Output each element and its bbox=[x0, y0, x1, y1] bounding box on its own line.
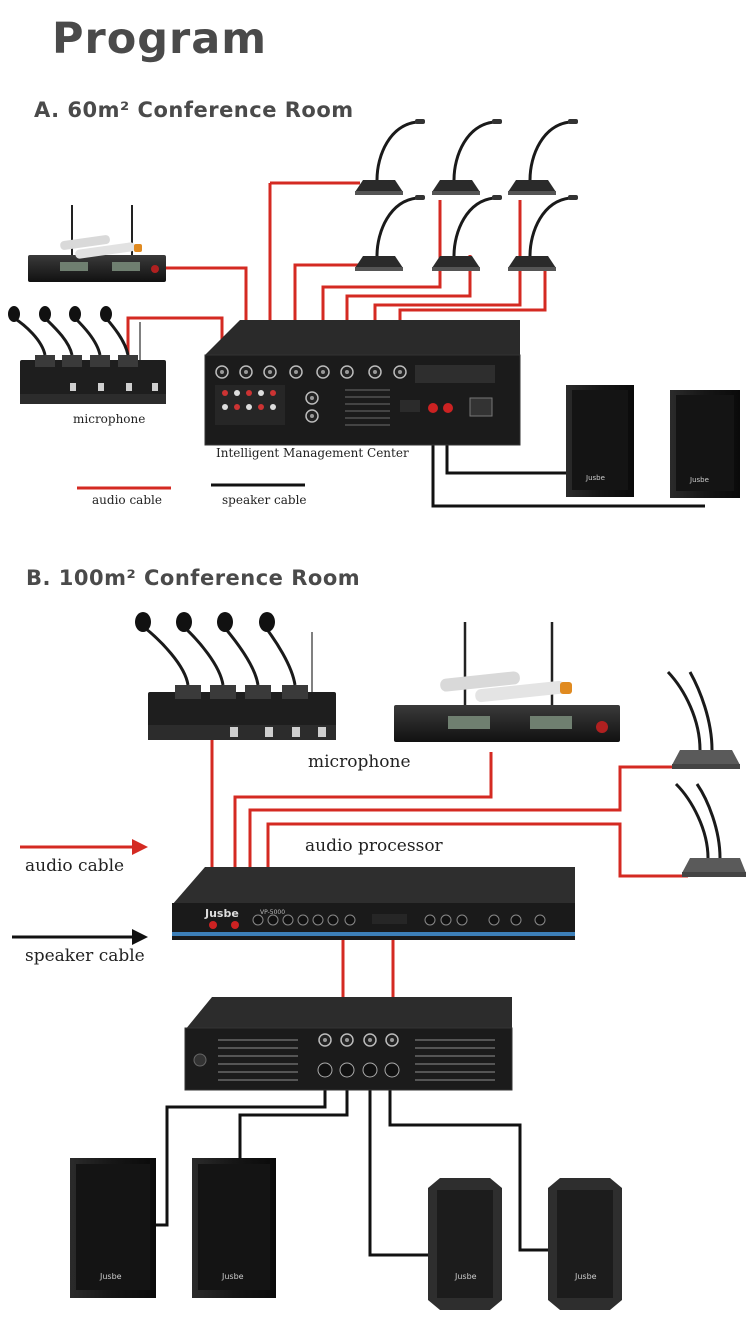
section-b-speaker-cables bbox=[12, 929, 548, 1257]
section-b-speaker-3 bbox=[428, 1178, 502, 1310]
processor-brand: Jusbe bbox=[204, 907, 239, 920]
section-b-delegate-mic-1 bbox=[666, 670, 740, 769]
section-a-title: A. 60m² Conference Room bbox=[34, 98, 354, 122]
section-a-legend-speaker: speaker cable bbox=[222, 493, 307, 507]
section-b-delegate-mic-2 bbox=[674, 782, 746, 877]
section-a-legend-audio: audio cable bbox=[92, 493, 162, 507]
section-b-legend-audio: audio cable bbox=[25, 856, 125, 876]
section-b-speaker-4 bbox=[548, 1178, 622, 1310]
section-a-mic-base bbox=[8, 306, 166, 404]
section-b-wireless-receiver bbox=[394, 622, 620, 742]
section-b-mic-base bbox=[135, 612, 336, 740]
section-b-microphone-label: microphone bbox=[308, 752, 411, 772]
section-b-processor-label: audio processor bbox=[305, 836, 443, 856]
section-b-speaker-1 bbox=[70, 1158, 156, 1298]
processor-model: VP-5000 bbox=[260, 909, 285, 916]
section-b-legend-speaker: speaker cable bbox=[25, 946, 145, 966]
section-a-management-center bbox=[204, 320, 521, 446]
speaker-brand-a2: Jusbe bbox=[690, 476, 709, 484]
speaker-brand-b1: Jusbe bbox=[100, 1272, 122, 1281]
section-b-amplifier bbox=[184, 997, 513, 1091]
section-a-microphone-label: microphone bbox=[73, 412, 146, 426]
speaker-brand-b2: Jusbe bbox=[222, 1272, 244, 1281]
section-b-audio-processor: Jusbe VP-5000 bbox=[172, 867, 575, 940]
section-b-speaker-2 bbox=[192, 1158, 276, 1298]
speaker-brand-b3: Jusbe bbox=[455, 1272, 477, 1281]
speaker-brand-b4: Jusbe bbox=[575, 1272, 597, 1281]
speaker-brand-a1: Jusbe bbox=[586, 474, 605, 482]
section-a-center-label: Intelligent Management Center bbox=[216, 446, 409, 460]
page-title: Program bbox=[52, 14, 268, 64]
section-a-delegate-mics bbox=[355, 119, 578, 271]
section-a-speaker-left bbox=[566, 385, 634, 497]
section-a-speaker-right bbox=[670, 390, 740, 498]
section-a-wireless-receiver bbox=[28, 205, 166, 282]
section-b-title: B. 100m² Conference Room bbox=[26, 566, 361, 590]
